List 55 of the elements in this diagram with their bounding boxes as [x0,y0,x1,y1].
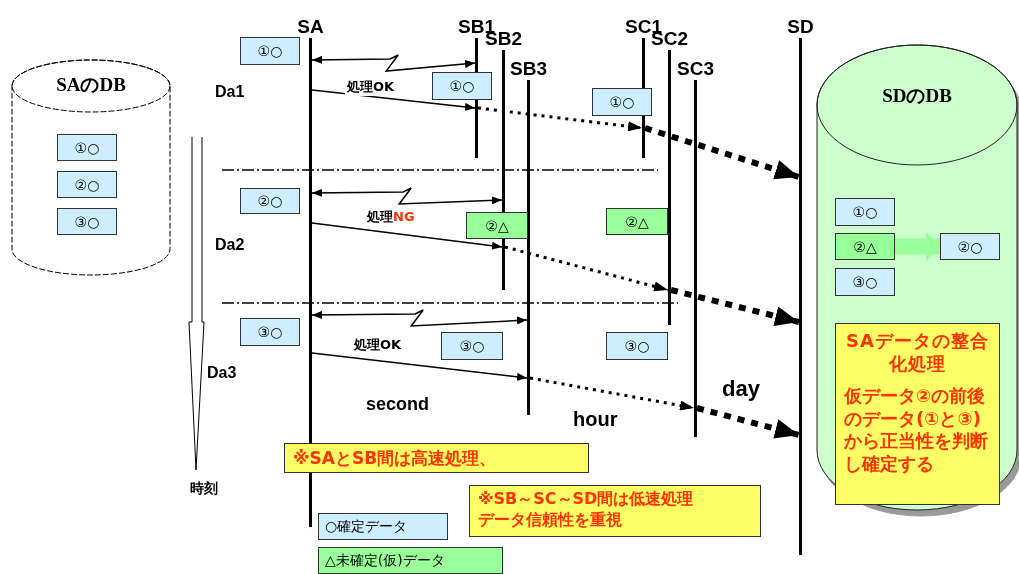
data-record: ①○ [57,134,117,161]
axis-label: Da1 [215,83,245,101]
data-record: ③○ [240,318,300,346]
database-label: SDのDB [881,84,953,108]
note-text: ※SB～SC～SD間は低速処理 [478,489,695,510]
arrow [644,125,800,180]
axis-label: 時刻 [190,480,218,498]
axis-label: hour [573,408,618,431]
data-record: ①○ [592,88,652,116]
arrow [311,89,476,111]
data-record: ③○ [606,332,668,360]
data-record: ③○ [835,268,895,296]
edge-label: 処理OK [352,336,404,354]
axis-label: Da2 [215,236,245,254]
database-label: SAのDB [55,73,127,97]
data-record: ③○ [57,208,117,235]
axis-label: Da3 [207,364,237,382]
arrow [504,245,669,292]
arrow [529,376,695,411]
lifeline-label: SC3 [677,59,714,80]
data-record: ①○ [240,37,300,65]
note-text: データ信頼性を重視 [478,510,623,531]
legend-key: △未確定(仮)データ [318,547,503,574]
arrow [311,309,528,327]
lifeline-label: SB3 [510,59,547,80]
legend-key: ○確定データ [318,513,448,540]
note-text: 仮データ②の前後のデータ(①と③)から正当性を判断し確定する [844,385,989,475]
arrow [311,352,528,381]
data-record: ①○ [835,198,895,226]
axis-label: day [722,376,760,402]
lifeline-label: SA [297,17,324,38]
note-box [284,443,589,473]
note-box [469,485,761,537]
arrow [696,405,800,439]
note-text: SAデータの整合化処理 [845,330,990,375]
data-record: ②△ [466,212,528,239]
edge-label: 処理OK [345,78,397,96]
data-record: ②○ [940,233,1000,260]
data-record: ③○ [441,332,503,360]
arrow [311,222,503,250]
block-arrow [895,231,940,262]
note-box [835,323,1000,505]
data-record: ②○ [240,188,300,214]
data-record: ②△ [835,233,895,260]
arrow [477,106,643,132]
data-record: ②○ [57,171,117,198]
arrow [311,54,476,72]
axis-label: second [366,394,430,415]
lifeline-label: SD [787,17,814,38]
note-text: ※SAとSB間は高速処理、 [293,447,498,470]
arrow [311,187,503,205]
arrow [670,287,800,326]
data-record: ①○ [432,72,492,100]
edge-label: 処理NG [365,208,417,226]
data-record: ②△ [606,208,668,235]
